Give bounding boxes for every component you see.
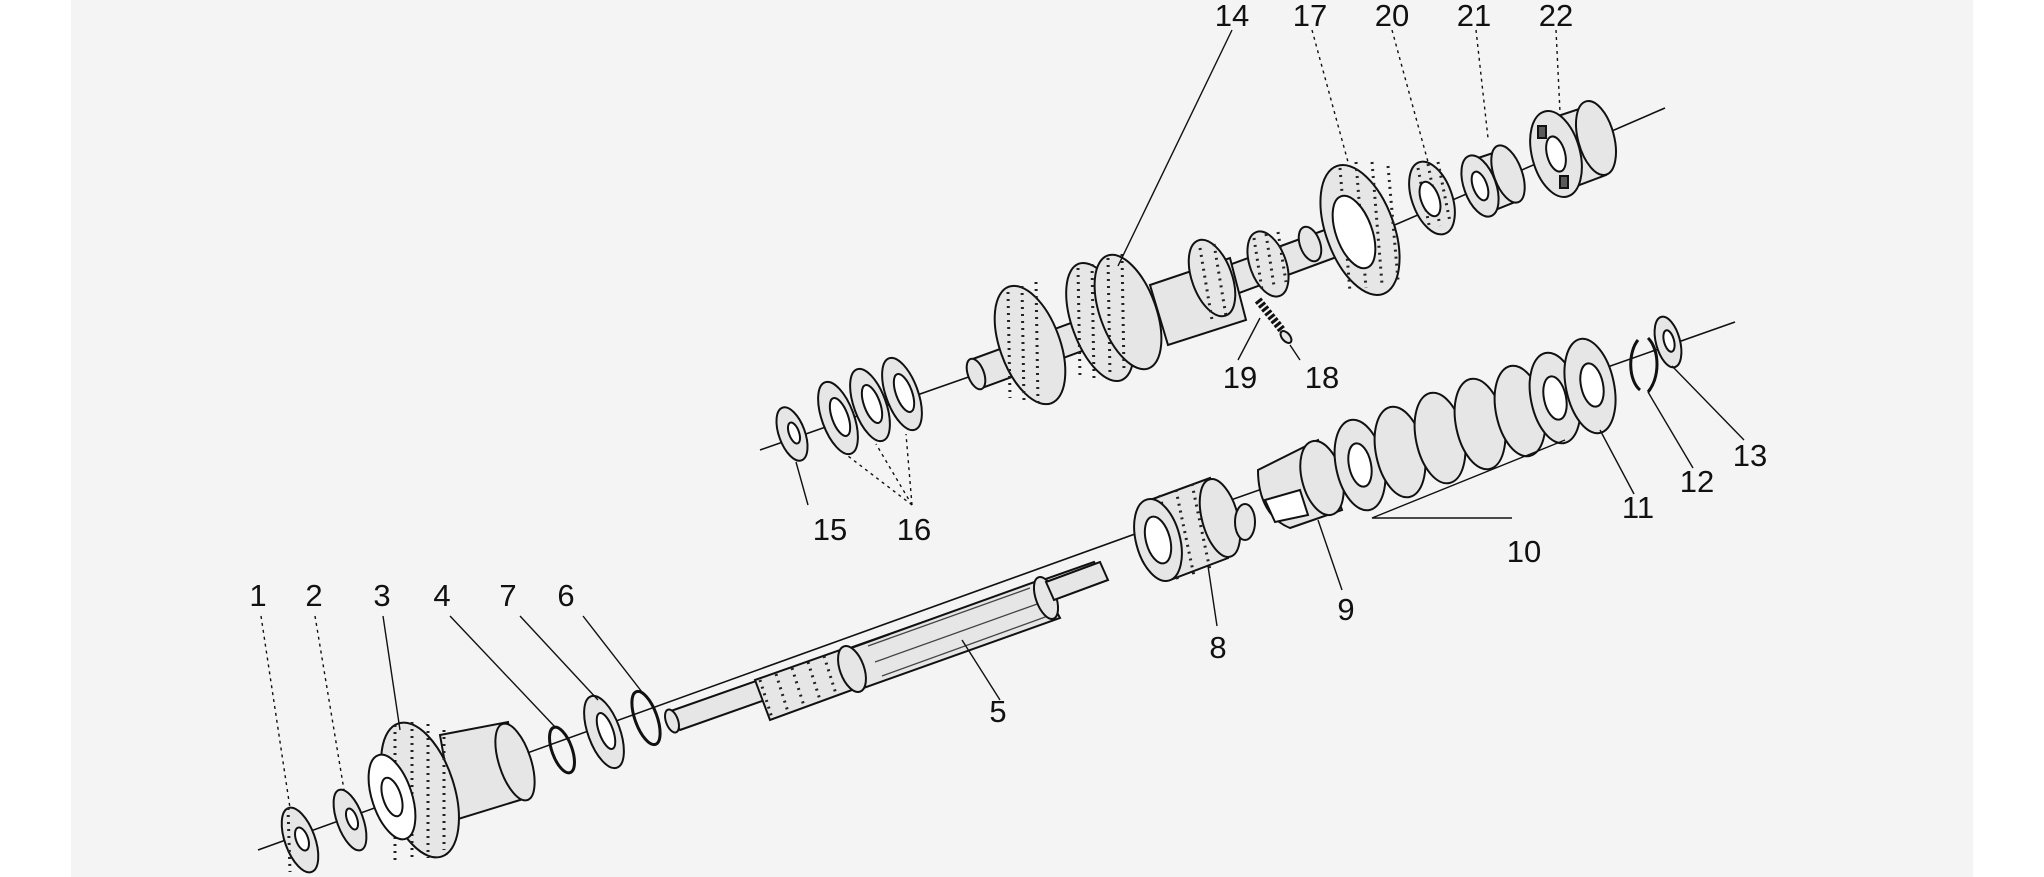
label-19: 19 [1223,360,1257,395]
part-11-collar [1563,337,1617,435]
part-6-circlip [630,689,662,747]
part-16-shims [817,356,923,456]
part-21-bush [1460,144,1526,218]
part-18-19-pin-spring [1254,297,1293,344]
part-17-gear [1319,161,1401,296]
part-5-main-shaft [664,560,1110,734]
part-14-layshaft-cluster [965,225,1344,406]
part-8-sliding-gear [1133,476,1256,583]
part-2-lock-washer [332,788,368,852]
label-6: 6 [557,578,574,613]
part-9-cam [1256,438,1345,530]
part-3-gear [367,720,536,862]
label-20: 20 [1375,0,1409,33]
leader-lines [260,29,1745,809]
label-22: 22 [1539,0,1573,33]
label-12: 12 [1680,464,1714,499]
label-1: 1 [249,578,266,613]
label-11: 11 [1622,490,1654,525]
label-14: 14 [1215,0,1249,33]
label-16: 16 [897,512,931,547]
part-20-needle-bearing [1408,160,1456,236]
part-1-nut [280,806,320,874]
part-7-thrust-washer [583,694,625,770]
label-10: 10 [1507,534,1541,569]
part-15-washer [775,406,809,462]
label-8: 8 [1209,630,1226,665]
label-18: 18 [1305,360,1339,395]
label-13: 13 [1733,438,1767,473]
label-3: 3 [373,578,390,613]
label-4: 4 [433,578,450,613]
part-4-circlip [548,725,576,775]
part-22-dog-clutch [1529,100,1617,198]
part-13-washer [1653,315,1683,369]
part-12-circlip [1629,336,1659,393]
label-7: 7 [499,578,516,613]
part-10-spring-pack [1333,351,1582,512]
label-9: 9 [1337,592,1354,627]
label-5: 5 [989,694,1006,729]
label-15: 15 [813,512,847,547]
label-2: 2 [305,578,322,613]
label-21: 21 [1457,0,1491,33]
label-17: 17 [1293,0,1327,33]
